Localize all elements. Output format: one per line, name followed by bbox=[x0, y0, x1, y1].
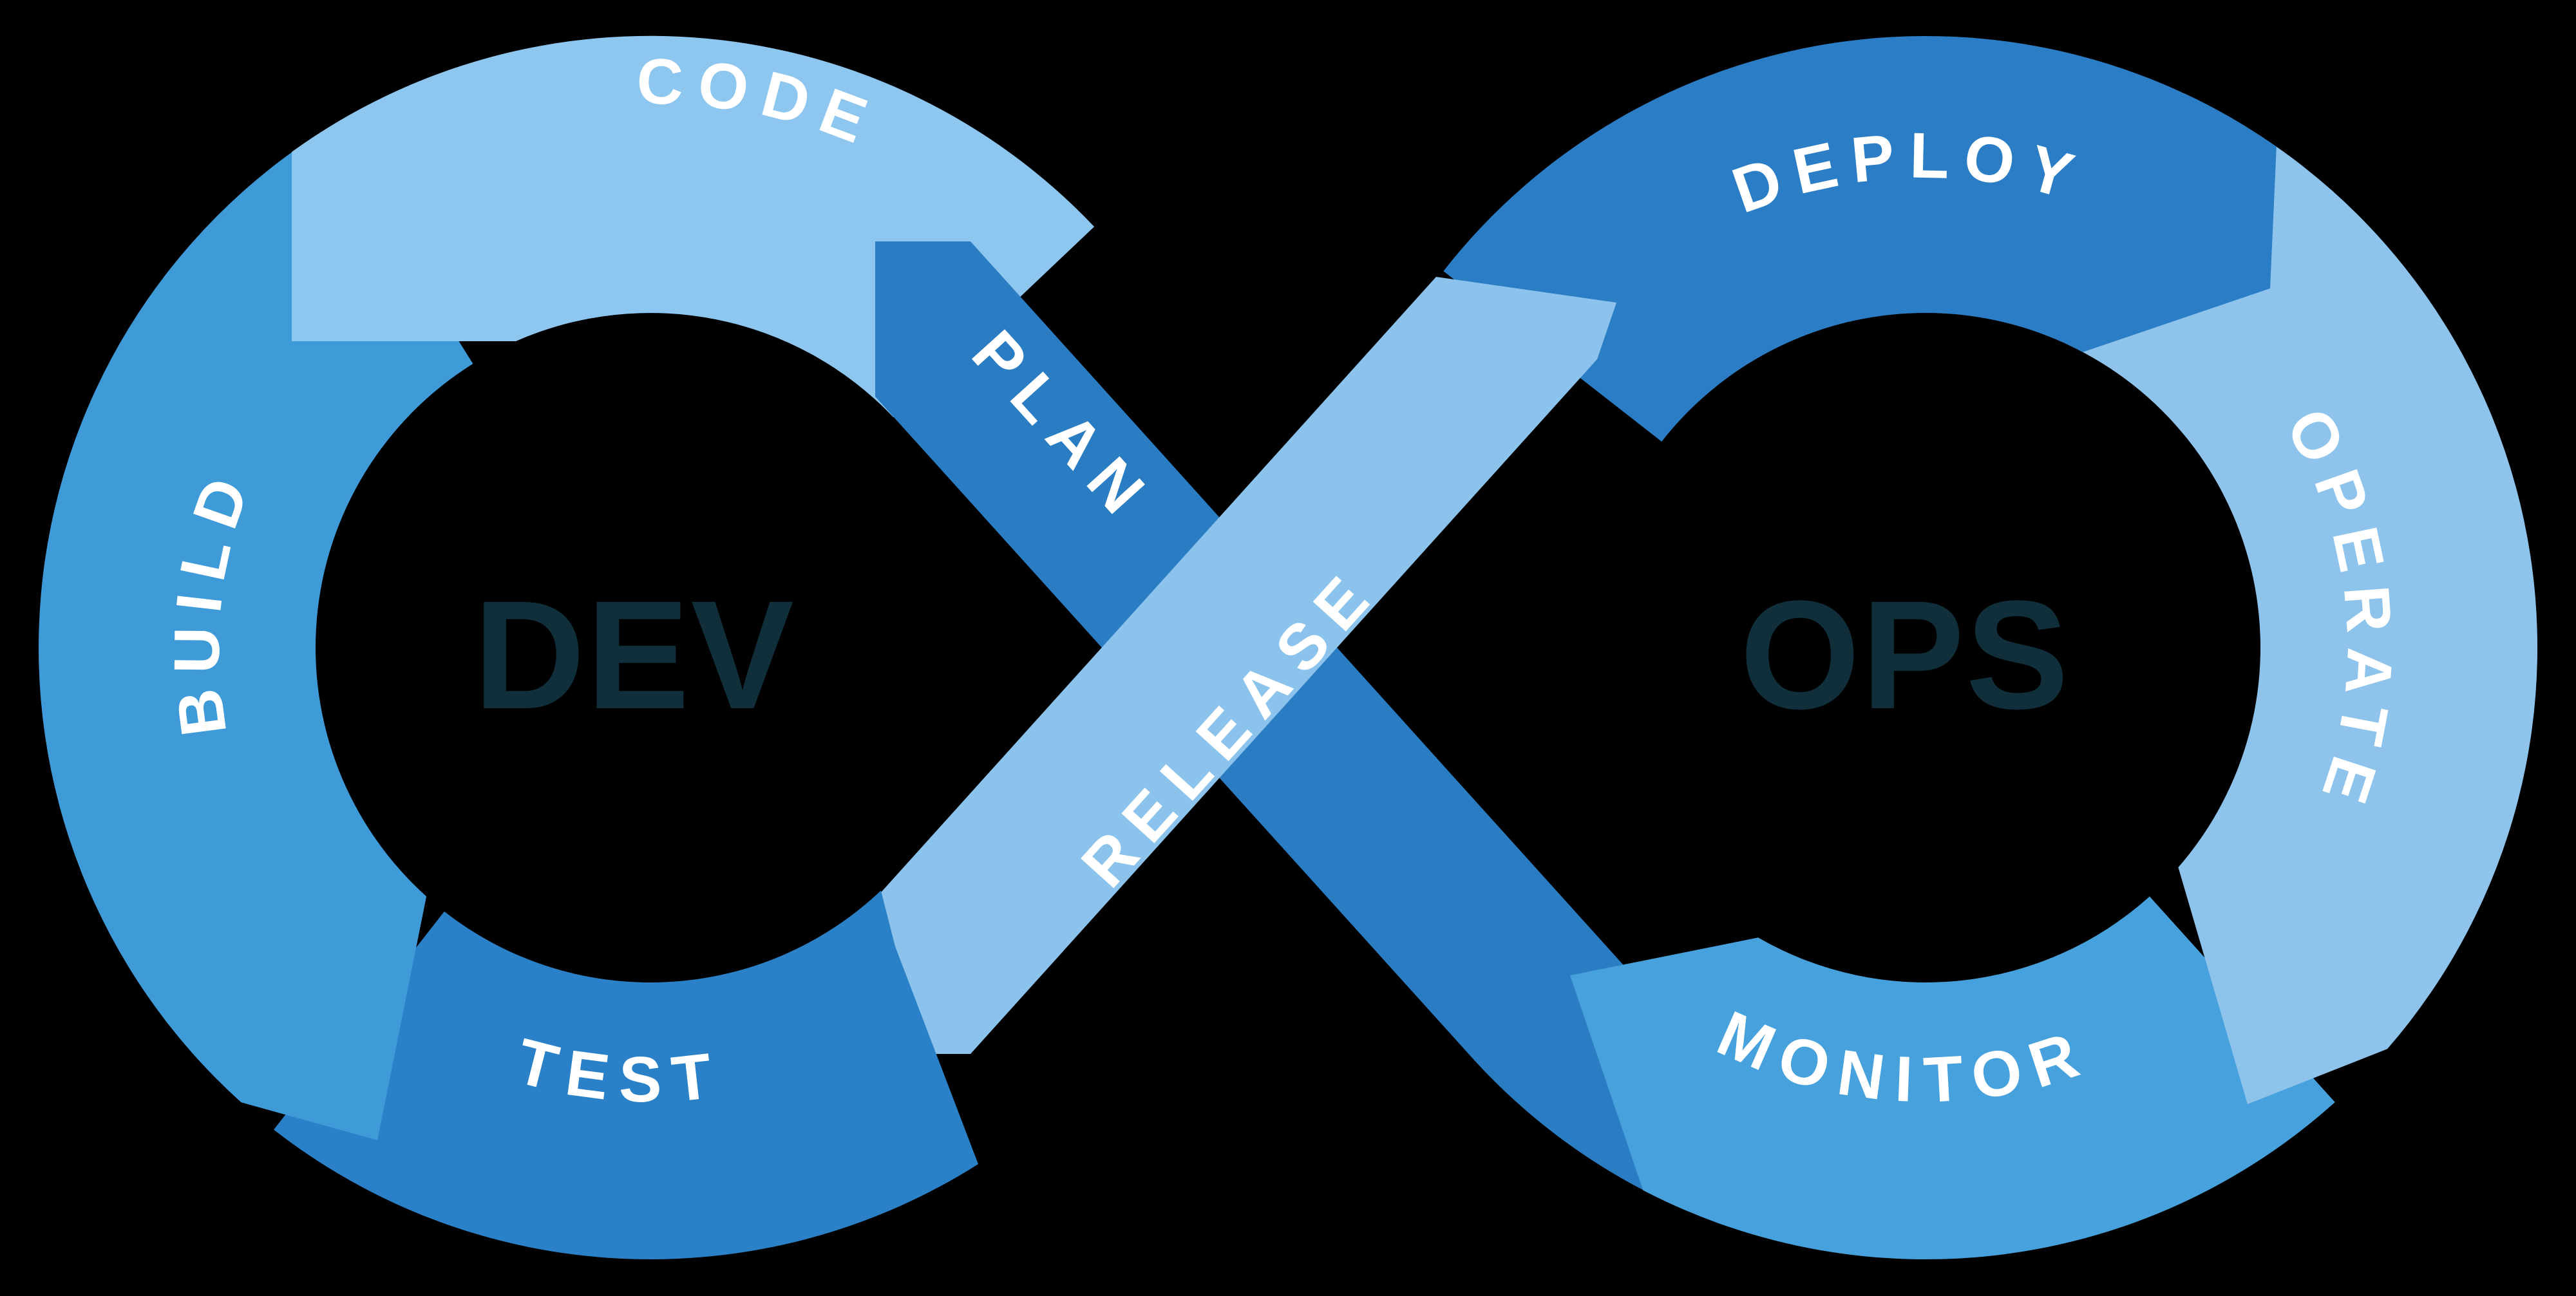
segment-operate bbox=[2067, 93, 2538, 1104]
dev-title: DEV bbox=[473, 568, 795, 741]
loop-segments bbox=[39, 35, 2538, 1260]
segment-deploy bbox=[1443, 35, 2277, 442]
segment-plan-ribbon bbox=[875, 241, 1667, 1202]
ops-title: OPS bbox=[1740, 568, 2070, 741]
segment-release-ribbon bbox=[875, 277, 1616, 1054]
segment-test bbox=[274, 890, 979, 1259]
build-arrowhead-icon bbox=[241, 896, 426, 1140]
segment-build bbox=[39, 129, 473, 1140]
segment-monitor bbox=[1570, 896, 2335, 1260]
center-titles: DEV OPS bbox=[473, 568, 2070, 741]
